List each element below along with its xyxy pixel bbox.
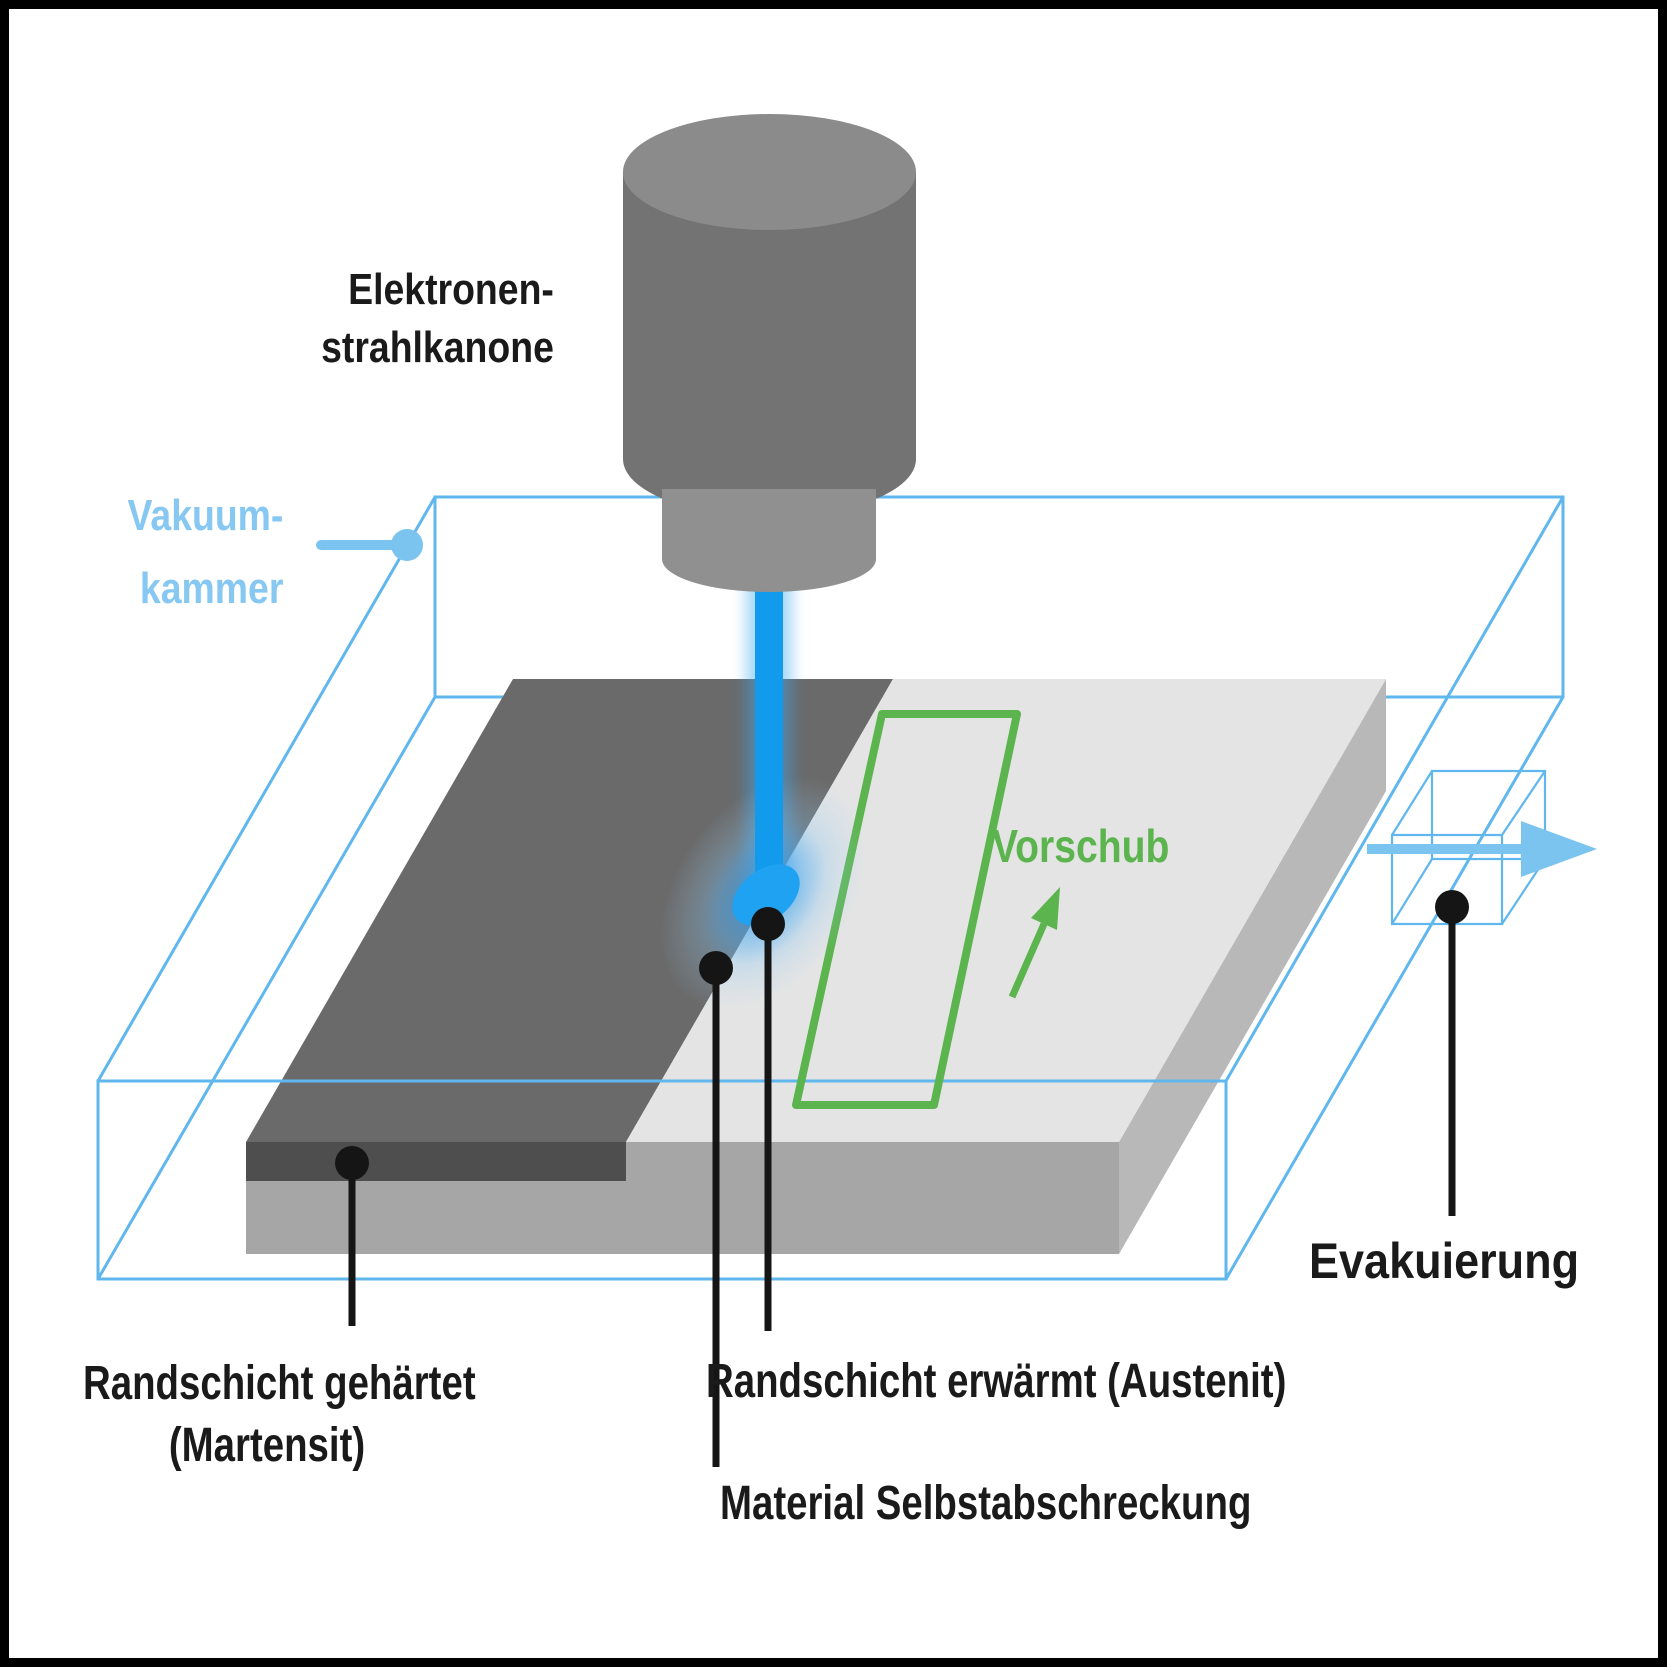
self-quenching-label: Material Selbstabschreckung [720, 1477, 1252, 1530]
beam-spot [732, 864, 800, 926]
electron-gun-label-line2: strahlkanone [321, 323, 554, 372]
evacuation-arrow-icon [1367, 821, 1597, 877]
scan-track-outline [792, 710, 1021, 1109]
vacuum-chamber-label-line1: Vakuum- [127, 491, 283, 540]
hardened-layer-edge-strip [246, 1142, 626, 1181]
hardened-leader-dot [335, 1146, 369, 1180]
heated-leader-dot [751, 907, 785, 941]
vacuum-chamber-front-edges [96, 496, 1565, 1281]
heated-layer-label: Randschicht erwärmt (Austenit) [706, 1355, 1287, 1408]
vacuum-chamber-label: Vakuum- kammer [127, 479, 283, 625]
gun-top-cap [623, 114, 916, 230]
electron-gun-label-line1: Elektronen- [348, 265, 554, 314]
feed-label: Vorschub [992, 820, 1170, 872]
self-quench-leader-dot [699, 951, 733, 985]
vacuum-chamber-back-face [433, 495, 1565, 699]
workpiece-side-face [1119, 679, 1386, 1254]
feed-arrow-shaft [1008, 922, 1048, 999]
hardened-layer-label-line2: (Martensit) [168, 1419, 366, 1472]
electron-gun-label: Elektronen- strahlkanone [321, 261, 554, 377]
hardened-layer-label: Randschicht gehärtet (Martensit) [83, 1353, 476, 1477]
evacuation-leader-dot [1435, 890, 1469, 924]
gun-collar [662, 489, 876, 559]
vacuum-chamber-leader-dot [391, 529, 423, 561]
hardened-layer-label-line1: Randschicht gehärtet [83, 1357, 476, 1410]
workpiece-top-hardened [246, 679, 893, 1142]
feed-arrow-head [1031, 887, 1060, 930]
vacuum-chamber-label-line2: kammer [139, 564, 283, 613]
electron-beam [755, 565, 783, 895]
evacuation-label: Evakuierung [1309, 1233, 1580, 1289]
electron-beam-hardening-diagram [96, 114, 1597, 1467]
